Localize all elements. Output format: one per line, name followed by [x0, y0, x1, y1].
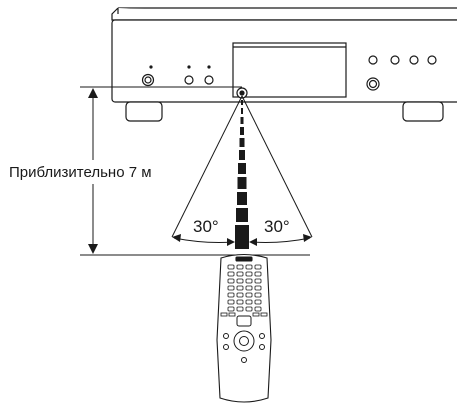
- ir-beam: [235, 100, 249, 249]
- panel-button: [427, 55, 437, 65]
- remote-button: [227, 278, 235, 284]
- panel-button: [390, 55, 400, 65]
- remote-nav: [223, 315, 265, 363]
- angle-right-label: 30°: [264, 217, 290, 236]
- angle-arrowheads: [172, 234, 312, 246]
- panel-controls: [141, 55, 437, 99]
- remote-enter-button: [239, 336, 249, 346]
- remote-button: [254, 306, 262, 312]
- left-foot: [125, 101, 163, 122]
- remote-button: [245, 306, 253, 312]
- power-button: [141, 73, 155, 87]
- remote-button: [228, 312, 236, 317]
- remote-button: [254, 264, 262, 270]
- remote-button: [245, 264, 253, 270]
- remote-button: [227, 271, 235, 277]
- remote-button: [254, 278, 262, 284]
- remote-button: [227, 292, 235, 298]
- right-foot: [402, 101, 444, 122]
- remote-button: [254, 299, 262, 305]
- distance-arrows: [88, 88, 98, 254]
- remote-body: [216, 253, 272, 403]
- reception-cone: [171, 95, 313, 238]
- remote-button: [236, 278, 244, 284]
- remote-button: [254, 285, 262, 291]
- remote-control: [216, 253, 272, 403]
- remote-button: [245, 285, 253, 291]
- remote-button: [236, 299, 244, 305]
- player-unit: [111, 7, 457, 122]
- remote-button: [236, 292, 244, 298]
- remote-button: [260, 312, 268, 317]
- panel-button: [204, 75, 214, 85]
- remote-buttons: [220, 264, 268, 317]
- remote-button: [245, 299, 253, 305]
- panel-button: [366, 77, 380, 91]
- remote-button: [252, 312, 260, 317]
- remote-button: [236, 306, 244, 312]
- remote-button: [254, 271, 262, 277]
- remote-button: [227, 285, 235, 291]
- remote-button: [236, 271, 244, 277]
- remote-button: [227, 306, 235, 312]
- remote-button: [245, 292, 253, 298]
- disc-tray: [232, 42, 347, 98]
- angle-left-label: 30°: [193, 217, 219, 236]
- panel-button: [409, 55, 419, 65]
- remote-button: [227, 264, 235, 270]
- panel-button: [184, 75, 194, 85]
- remote-button: [227, 299, 235, 305]
- remote-button: [245, 278, 253, 284]
- remote-button: [254, 292, 262, 298]
- distance-label: Приблизительно 7 м: [9, 164, 152, 181]
- remote-button: [245, 271, 253, 277]
- remote-button: [220, 312, 228, 317]
- remote-button: [236, 285, 244, 291]
- remote-button: [236, 264, 244, 270]
- panel-button: [368, 55, 378, 65]
